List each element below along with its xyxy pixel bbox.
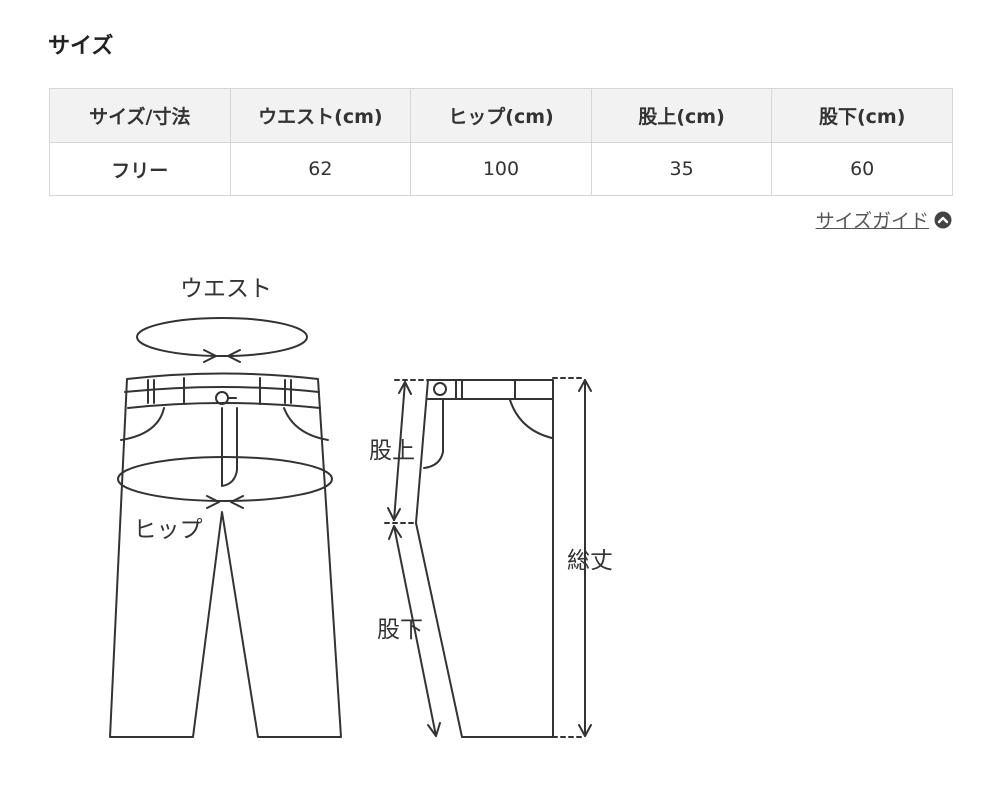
rise-label: 股上 bbox=[369, 438, 415, 464]
size-guide-label: サイズガイド bbox=[815, 210, 929, 232]
pants-side-outline bbox=[415, 379, 554, 738]
table-header-row: サイズ/寸法 ウエスト(cm) ヒップ(cm) 股上(cm) 股下(cm) bbox=[49, 88, 953, 143]
pants-front-outline bbox=[109, 372, 342, 738]
hip-measure-ellipse bbox=[117, 456, 333, 502]
size-name-cell: フリー bbox=[49, 142, 231, 196]
hip-label: ヒップ bbox=[134, 517, 203, 543]
waist-value: 62 bbox=[229, 142, 412, 196]
rise-arrow-icon bbox=[387, 381, 412, 521]
side-pocket bbox=[509, 399, 553, 439]
size-table: サイズ/寸法 ウエスト(cm) ヒップ(cm) 股上(cm) 股下(cm) フリ… bbox=[49, 88, 953, 196]
pants-front-view: ウエスト ヒップ bbox=[109, 276, 342, 738]
size-guide-link[interactable]: サイズガイド bbox=[816, 206, 952, 233]
table-row: フリー 62 100 35 60 bbox=[49, 142, 953, 196]
front-pocket-right bbox=[283, 407, 329, 441]
header-inseam: 股下(cm) bbox=[771, 88, 953, 143]
length-arrow-icon bbox=[578, 379, 592, 737]
hip-value: 100 bbox=[410, 142, 592, 196]
header-hip: ヒップ(cm) bbox=[410, 88, 592, 143]
side-fly bbox=[423, 398, 444, 469]
inseam-arrow-icon bbox=[388, 525, 441, 737]
hip-arrow-icon bbox=[206, 495, 244, 509]
pants-measurement-diagram: ウエスト ヒップ 股上 股下 総丈 bbox=[109, 276, 613, 738]
side-waist-button bbox=[433, 382, 447, 396]
header-waist: ウエスト(cm) bbox=[229, 88, 412, 143]
front-pocket-left bbox=[120, 407, 165, 441]
inseam-arrow-line bbox=[393, 525, 437, 737]
pants-side-view: 股上 股下 総丈 bbox=[369, 377, 613, 738]
header-size: サイズ/寸法 bbox=[49, 88, 231, 143]
chevron-up-circle-icon bbox=[934, 211, 952, 229]
rise-arrow-line bbox=[393, 381, 406, 521]
rise-value: 35 bbox=[590, 142, 773, 196]
header-rise: 股上(cm) bbox=[590, 88, 773, 143]
inseam-label: 股下 bbox=[377, 617, 423, 643]
waist-measure-ellipse bbox=[136, 317, 308, 357]
section-title: サイズ bbox=[48, 34, 114, 59]
length-label: 総丈 bbox=[567, 548, 613, 574]
inseam-value: 60 bbox=[771, 142, 953, 196]
waist-label: ウエスト bbox=[180, 276, 272, 302]
fly-stitch bbox=[221, 407, 238, 487]
waist-arrow-icon bbox=[203, 349, 241, 363]
